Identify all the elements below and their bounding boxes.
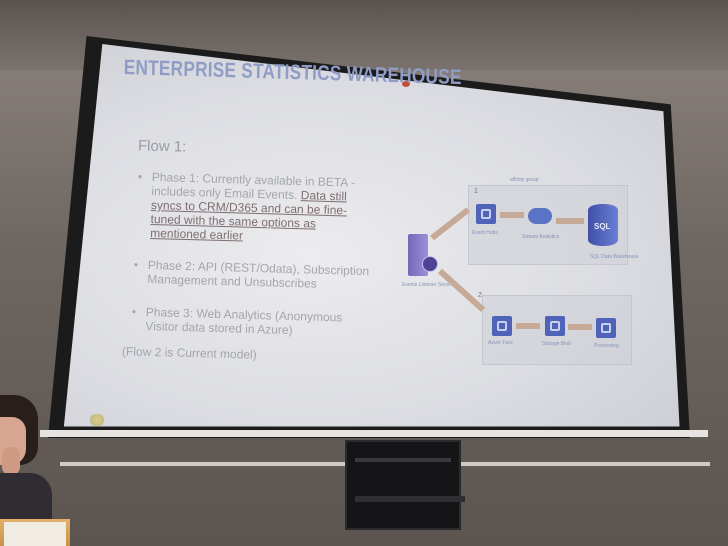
laptop — [0, 519, 70, 546]
slide-logo-mark — [402, 81, 410, 87]
path-1-node-1-label: Event Hubs — [472, 230, 498, 236]
path-2-node-2-label: Storage Blob — [542, 341, 571, 347]
source-node-label: Events Listener Server — [402, 282, 453, 288]
path-2-number: 2 — [478, 292, 482, 299]
screen-bottom-bar — [40, 430, 708, 437]
path-2-node-3-label: Processing — [594, 343, 619, 349]
mount-shelf — [355, 496, 465, 502]
stream-analytics-icon — [528, 208, 552, 224]
path-1-node-3-label: SQL Data Warehouse — [590, 254, 639, 260]
globe-icon — [422, 256, 438, 272]
bullet-dot-icon: • — [133, 257, 139, 272]
path-1-number: 1 — [474, 188, 478, 195]
path-1-node-2-label: Stream Analytics — [522, 234, 560, 240]
slide-corner-logo — [88, 414, 106, 426]
event-hubs-icon — [476, 204, 496, 224]
bullet-dot-icon: • — [137, 169, 143, 184]
arrow-func-to-storage — [516, 323, 540, 329]
sql-database-icon: SQL — [588, 204, 618, 246]
flow-heading: Flow 1: — [137, 137, 187, 156]
bullet-phase-3-text: Phase 3: Web Analytics (Anonymous Visito… — [145, 305, 343, 338]
processing-icon — [596, 318, 616, 338]
projector-mount — [345, 440, 465, 530]
mount-slot — [355, 458, 451, 462]
storage-icon — [545, 316, 565, 336]
sql-label: SQL — [594, 222, 611, 231]
function-icon — [492, 316, 512, 336]
bullet-phase-2-text: Phase 2: API (REST/Odata), Subscription … — [147, 258, 370, 291]
bullet-dot-icon: • — [131, 304, 137, 319]
path-2-node-1-label: Azure Func — [488, 340, 514, 346]
arrow-hub-to-stream — [500, 212, 524, 218]
person-hand — [2, 447, 20, 475]
bullet-phase-1: • Phase 1: Currently available in BETA -… — [138, 170, 362, 246]
arrow-storage-to-process — [568, 324, 592, 330]
diagram-group-label: affinity group — [510, 177, 539, 183]
arrow-stream-to-sql — [556, 218, 584, 224]
